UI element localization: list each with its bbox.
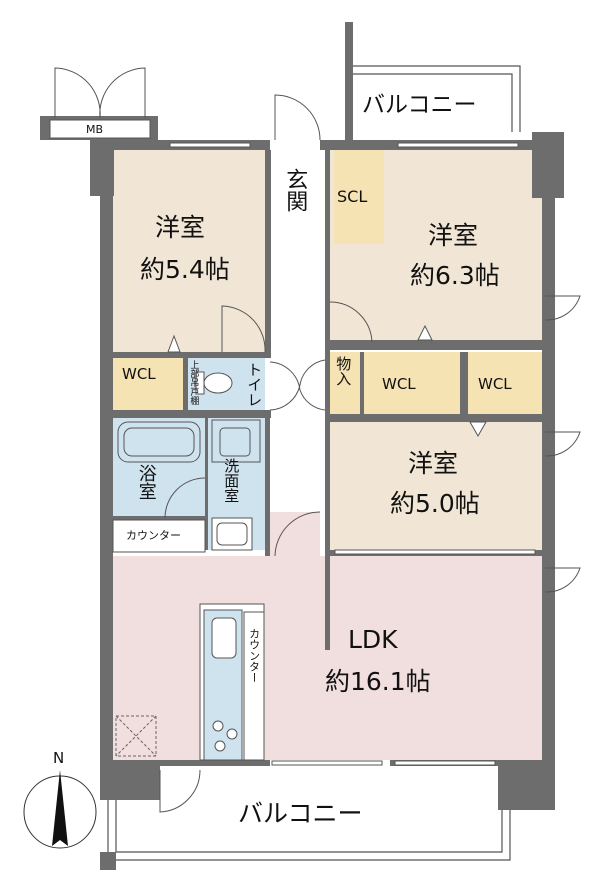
door-swings	[159, 94, 581, 813]
room1-name: 洋室	[155, 213, 206, 242]
counter-small-label: カウンター	[126, 529, 181, 542]
toilet-label: トイレ	[245, 362, 264, 407]
storage-floor	[330, 352, 360, 414]
windows	[169, 142, 536, 766]
ldk-name: LDK	[348, 625, 398, 654]
ldk-entry-floor	[270, 512, 320, 556]
balcony-top-label: バルコニー	[362, 92, 477, 118]
scl-floor	[334, 150, 384, 244]
wcl-left-floor	[113, 358, 183, 410]
counter-box	[112, 519, 206, 553]
counter-kitchen-label: カウンター	[247, 628, 261, 683]
balcony-top-outline	[353, 65, 521, 132]
bath-label: 浴室	[135, 464, 157, 500]
wcl-right-label: WCL	[478, 375, 512, 393]
room2-size: 約6.3帖	[410, 261, 500, 290]
kitchen	[199, 603, 265, 761]
room3-name: 洋室	[408, 449, 459, 478]
wcl-left-label: WCL	[122, 365, 156, 383]
mb-box	[40, 67, 158, 140]
room3-floor	[330, 422, 542, 552]
balcony-bottom-outline	[100, 800, 511, 870]
wcl-mid-label: WCL	[382, 375, 416, 393]
storage-label: 物入	[334, 356, 353, 386]
washroom-label: 洗面室	[222, 458, 241, 503]
toilet-bowl	[195, 371, 233, 395]
mb-label: MB	[86, 123, 104, 136]
north-label: N	[53, 749, 65, 767]
wcl-mid-floor	[364, 352, 460, 414]
wcl-right-floor	[468, 352, 542, 414]
shelf-label: 上部吊戸棚	[188, 360, 199, 405]
room3-size: 約5.0帖	[390, 489, 480, 518]
room1-size: 約5.4帖	[140, 255, 230, 284]
entrance-label: 玄関	[282, 168, 308, 212]
balcony-bottom-label: バルコニー	[238, 799, 363, 828]
bathtub	[117, 421, 201, 463]
ceiling-storage-box	[115, 715, 157, 757]
washing-machine-area	[211, 419, 261, 463]
scl-label: SCL	[337, 187, 368, 206]
closet-markers	[167, 324, 487, 438]
north-arrow	[23, 770, 97, 849]
ldk-size: 約16.1帖	[325, 667, 431, 696]
room2-name: 洋室	[428, 221, 479, 250]
room1-floor	[113, 150, 265, 355]
